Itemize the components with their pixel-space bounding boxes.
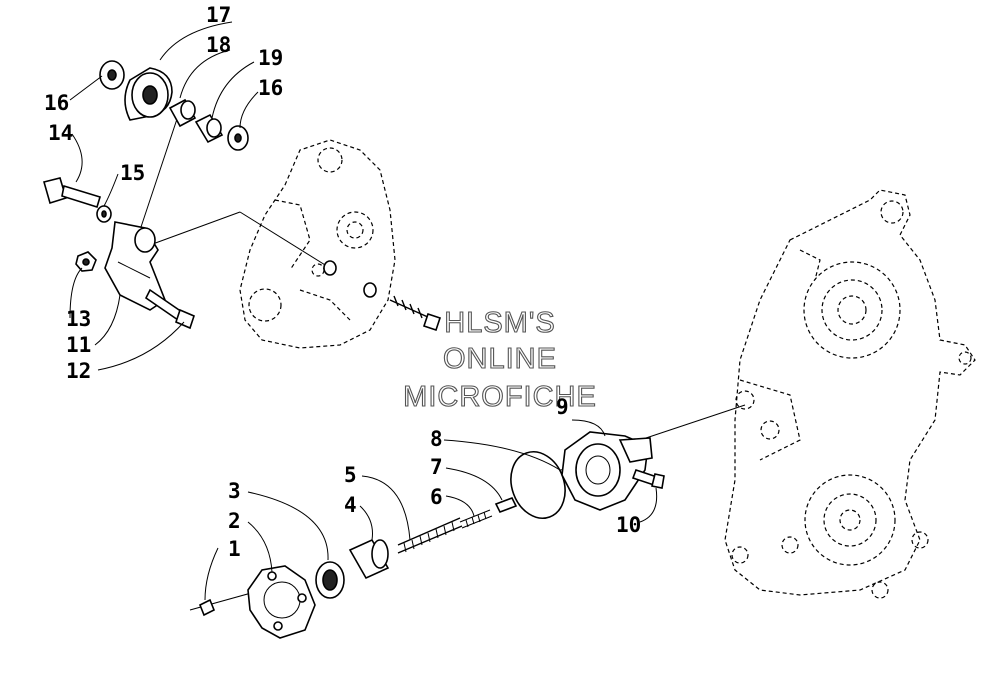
watermark: HLSM'S ONLINE MICROFICHE	[403, 306, 597, 413]
part-8-gasket	[510, 451, 566, 519]
part-12-bolt	[144, 288, 195, 330]
part-10-screw	[631, 468, 665, 489]
callout-12: 12	[66, 359, 91, 383]
gear-case-housing-middle	[239, 139, 396, 349]
callout-18: 18	[206, 33, 231, 57]
callout-4: 4	[344, 493, 357, 517]
callout-11: 11	[66, 333, 91, 357]
part-7-pin	[494, 496, 518, 514]
callout-10: 10	[616, 513, 641, 537]
part-4-plunger	[348, 538, 390, 580]
watermark-line-3: MICROFICHE	[403, 381, 597, 413]
callout-6: 6	[430, 485, 443, 509]
part-15-washer	[96, 205, 112, 223]
callout-9: 9	[556, 395, 569, 419]
callout-numbers: 17 18 19 16 16 14 15 13 11 12 9 8 7 5 3 …	[44, 3, 641, 561]
part-16-washer-right	[227, 125, 249, 151]
callout-1: 1	[228, 537, 241, 561]
part-17-roller	[124, 67, 173, 121]
part-19-bushing	[194, 113, 224, 144]
callout-3: 3	[228, 479, 241, 503]
callout-13: 13	[66, 307, 91, 331]
callout-2: 2	[228, 509, 241, 533]
part-18-bushing	[168, 98, 197, 128]
part-1-screw	[198, 598, 216, 617]
callout-15: 15	[120, 161, 145, 185]
callout-19: 19	[258, 46, 283, 70]
part-9-housing	[561, 431, 653, 511]
callout-16-left: 16	[44, 91, 69, 115]
callout-14: 14	[48, 121, 73, 145]
part-2-cover	[247, 565, 316, 639]
part-16-washer-left	[99, 60, 125, 90]
callout-8: 8	[430, 427, 443, 451]
callout-leaders	[69, 21, 658, 601]
watermark-line-1: HLSM'S	[444, 307, 555, 339]
middle-hardware	[323, 260, 442, 332]
callout-7: 7	[430, 455, 443, 479]
part-13-nut	[75, 251, 97, 272]
part-5-spring	[397, 517, 463, 554]
part-6-spring	[459, 509, 493, 529]
gear-case-housing-right	[724, 189, 976, 599]
callout-16-right: 16	[258, 76, 283, 100]
part-3-seal	[315, 561, 345, 599]
part-14-bolt	[43, 177, 101, 209]
callout-5: 5	[344, 463, 357, 487]
callout-17: 17	[206, 3, 231, 27]
watermark-line-2: ONLINE	[443, 343, 557, 375]
